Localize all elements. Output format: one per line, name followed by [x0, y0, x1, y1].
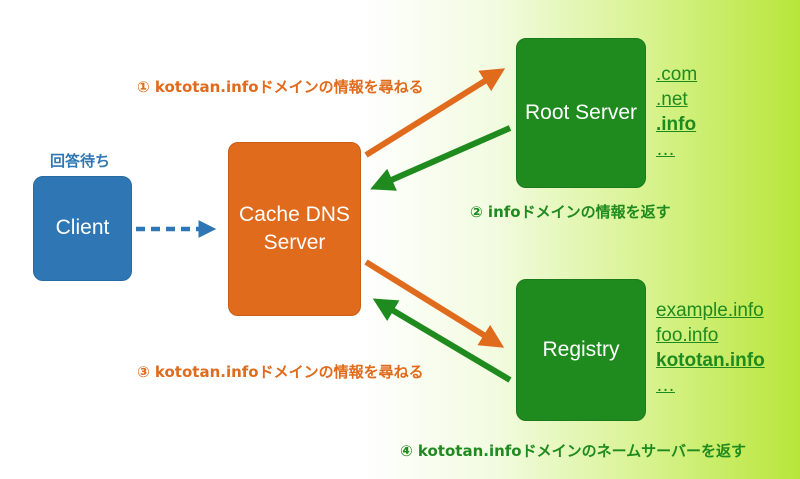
domain-item-ellipsis: … [656, 139, 675, 160]
step4-label: ④ kototan.infoドメインのネームサーバーを返す [400, 442, 746, 460]
root-server-node: Root Server [516, 38, 646, 188]
client-node: Client [33, 176, 132, 281]
domain-item: .com [656, 64, 698, 85]
step2-label: ② infoドメインの情報を返す [470, 203, 671, 221]
cache-dns-server-label: Cache DNS Server [239, 202, 350, 254]
step3-label: ③ kototan.infoドメインの情報を尋ねる [137, 363, 424, 381]
root-domain-list: .com .net .info … [656, 62, 697, 162]
arrow-step4 [372, 298, 512, 383]
cache-dns-server-node: Cache DNS Server [228, 142, 361, 316]
root-server-label: Root Server [524, 100, 638, 124]
step1-label: ① kototan.infoドメインの情報を尋ねる [137, 78, 424, 96]
domain-item-highlighted: kototan.info [656, 350, 765, 371]
registry-domain-list: example.info foo.info kototan.info … [656, 298, 765, 398]
domain-item: foo.info [656, 325, 719, 346]
registry-node: Registry [516, 279, 646, 421]
domain-item-ellipsis: … [656, 375, 675, 396]
arrow-step3 [364, 259, 505, 348]
client-label: Client [55, 216, 110, 240]
arrow-step1 [364, 68, 506, 158]
domain-item: .net [656, 89, 688, 110]
domain-item-highlighted: .info [656, 114, 697, 135]
domain-item: example.info [656, 300, 764, 321]
waiting-label: 回答待ち [50, 152, 111, 170]
arrow-step2 [370, 125, 512, 191]
registry-label: Registry [542, 337, 620, 361]
